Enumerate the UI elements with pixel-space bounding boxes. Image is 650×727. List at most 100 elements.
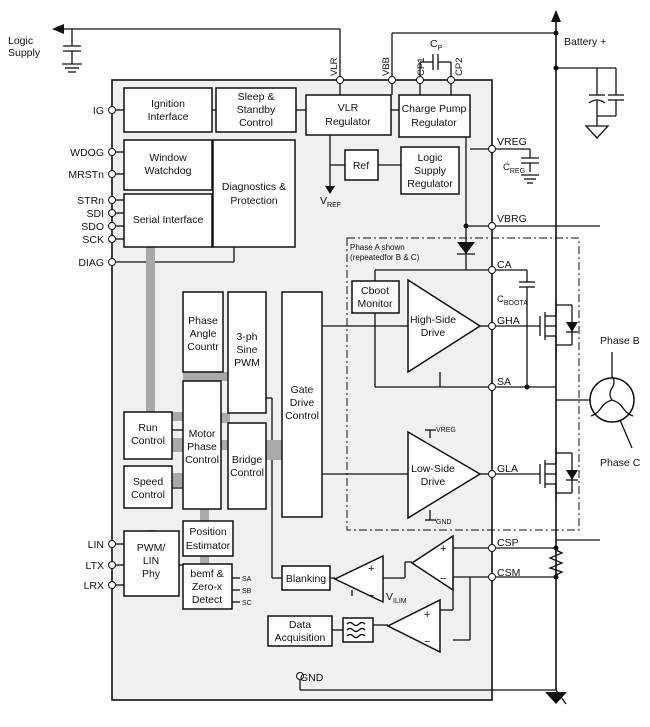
pin-gha: GHA (497, 315, 520, 327)
pin-sa: SA (497, 376, 511, 388)
bridge-control-block: Bridge Control (227, 422, 267, 510)
adc-amp: + − (386, 598, 441, 654)
ref-block: Ref (344, 149, 379, 181)
svg-text:Standby: Standby (237, 104, 276, 116)
svg-text:3-ph: 3-ph (236, 331, 257, 343)
svg-text:Cboot: Cboot (361, 285, 389, 297)
vilim-label: VILIM (386, 591, 407, 605)
svg-text:Sine: Sine (236, 344, 257, 356)
vlr-regulator-block: VLR Regulator (305, 94, 392, 136)
high-side-mosfet-icon (539, 300, 578, 360)
diagnostics-block: Diagnostics & Protection (212, 139, 296, 248)
svg-text:+: + (368, 563, 374, 575)
filter-icon (342, 617, 374, 643)
charge-pump-block: Charge Pump Regulator (398, 94, 471, 138)
phase-a-note: Phase A shown (350, 243, 405, 252)
bemf-sb: SB (242, 588, 252, 595)
svg-text:Motor: Motor (189, 428, 216, 440)
creg-label: CREG (503, 162, 525, 175)
pin-gnd: GND (300, 672, 324, 684)
ignition-interface-block: Ignition Interface (123, 87, 213, 133)
svg-text:−: − (424, 636, 430, 648)
svg-text:bemf &: bemf & (190, 568, 223, 580)
svg-text:Drive: Drive (290, 397, 315, 409)
svg-text:Run: Run (138, 422, 157, 434)
svg-text:Regulator: Regulator (407, 178, 453, 190)
pin-vlr: VLR (329, 57, 340, 76)
pin-vreg: VREG (497, 136, 527, 148)
pin-mrstn: MRSTn (68, 169, 104, 181)
logic-supply-net (52, 24, 341, 80)
position-estimator-block: Position Estimator (182, 520, 234, 557)
logic-supply-label-2: Supply (8, 47, 41, 59)
svg-text:Interface: Interface (148, 111, 189, 123)
pin-ig: IG (93, 105, 104, 117)
svg-text:−: − (440, 573, 446, 585)
serial-interface-block: Serial Interface (123, 193, 213, 248)
phase-b-label: Phase B (600, 335, 640, 347)
svg-text:Acquisition: Acquisition (275, 632, 326, 644)
svg-text:Data: Data (289, 619, 311, 631)
left-pins (108, 106, 116, 589)
bemf-sc: SC (242, 600, 252, 607)
pin-ca: CA (497, 259, 512, 271)
svg-text:Regulator: Regulator (411, 117, 457, 129)
svg-text:Speed: Speed (133, 476, 164, 488)
svg-text:Sleep &: Sleep & (238, 91, 275, 103)
ls-vreg-label: VREG (436, 427, 456, 434)
svg-text:−: − (368, 590, 374, 602)
cboot-label: CBOOTA (497, 294, 528, 307)
pin-wdog: WDOG (70, 147, 104, 159)
svg-text:+: + (424, 609, 430, 621)
svg-text:Bridge: Bridge (232, 454, 263, 466)
pin-sck: SCK (82, 234, 104, 246)
logic-supply-regulator-block: Logic Supply Regulator (400, 146, 460, 195)
left-pin-wires (116, 109, 235, 586)
pin-sdo: SDO (81, 221, 104, 233)
gate-drive-control-block: Gate Drive Control (281, 291, 323, 518)
battery-label: Battery + (564, 36, 606, 48)
pin-vbb: VBB (381, 57, 392, 76)
pin-diag: DIAG (78, 257, 104, 269)
pin-gla: GLA (497, 463, 518, 475)
svg-text:PWM: PWM (234, 357, 260, 369)
pwm-lin-phy-block: PWM/ LIN Phy (123, 530, 180, 597)
vref-label: VREF (320, 195, 341, 209)
pin-cp1: CP1 (416, 58, 427, 76)
blanking-block: Blanking (281, 565, 331, 591)
pin-csm: CSM (497, 567, 520, 579)
window-watchdog-block: Window Watchdog (123, 139, 213, 191)
run-control-block: Run Control (123, 411, 173, 460)
motor-icon (589, 352, 635, 449)
svg-text:Estimator: Estimator (186, 540, 231, 552)
svg-text:Ref: Ref (353, 160, 369, 172)
svg-text:Phase: Phase (188, 315, 218, 327)
svg-text:Drive: Drive (421, 327, 446, 339)
svg-text:Charge Pump: Charge Pump (402, 103, 467, 115)
bemf-sa: SA (242, 576, 252, 583)
svg-text:Zero-x: Zero-x (192, 581, 223, 593)
pin-strn: STRn (77, 195, 104, 207)
data-acquisition-block: Data Acquisition (267, 615, 333, 647)
svg-text:Control: Control (230, 467, 264, 479)
svg-text:Gate: Gate (291, 384, 314, 396)
phase-c-label: Phase C (600, 457, 641, 469)
phase-angle-block: Phase Angle Countr (182, 291, 224, 373)
svg-text:Control: Control (185, 454, 219, 466)
bemf-detect-block: bemf & Zero-x Detect (182, 563, 233, 610)
sleep-standby-block: Sleep & Standby Control (215, 87, 297, 133)
pin-lin: LIN (88, 539, 104, 551)
svg-text:Protection: Protection (230, 195, 277, 207)
svg-text:Regulator: Regulator (325, 116, 371, 128)
svg-text:+: + (440, 543, 446, 555)
svg-text:VLR: VLR (338, 102, 359, 114)
cp-cap-label: CP (430, 38, 443, 52)
low-side-mosfet-icon (539, 448, 578, 500)
svg-text:Detect: Detect (192, 594, 222, 606)
svg-text:Control: Control (239, 117, 273, 129)
phase-a-region (346, 237, 580, 531)
svg-text:Diagnostics &: Diagnostics & (222, 181, 286, 193)
svg-text:Drive: Drive (421, 476, 446, 488)
svg-text:Control: Control (131, 489, 165, 501)
